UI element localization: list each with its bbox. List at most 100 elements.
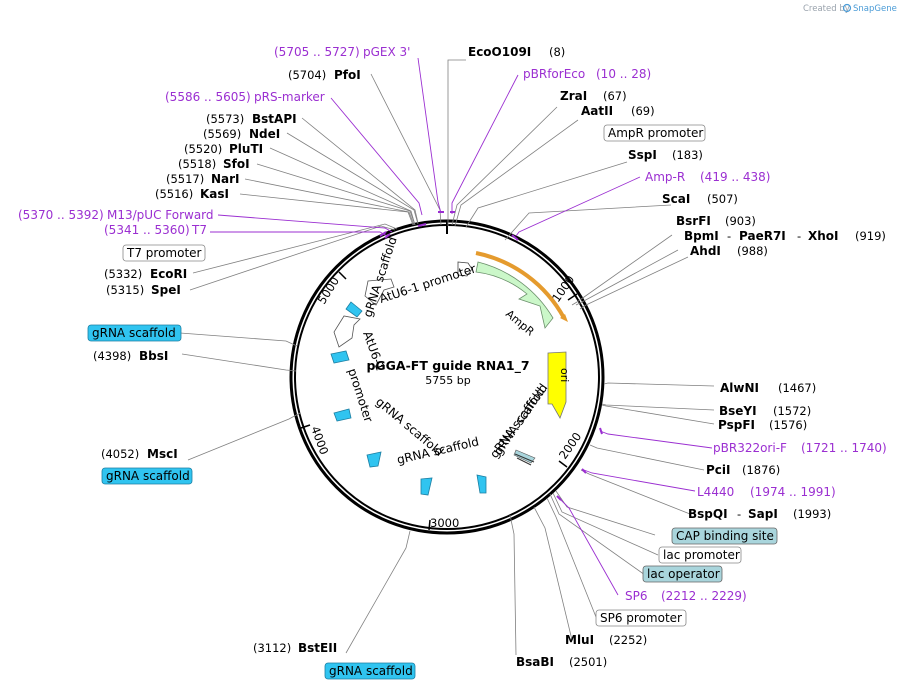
enzyme-bseyi[interactable]: BseYI xyxy=(719,404,757,418)
enzyme-bsabi[interactable]: BsaBI xyxy=(516,655,554,669)
enzyme-kasi[interactable]: KasI xyxy=(200,187,229,201)
primer-prs-marker[interactable]: pRS-marker xyxy=(254,90,325,104)
enzyme-scai[interactable]: ScaI xyxy=(662,192,690,206)
primer-leader-lines xyxy=(210,57,713,596)
enzyme-ndei[interactable]: NdeI xyxy=(249,127,280,141)
enzyme-zrai[interactable]: ZraI xyxy=(560,89,587,103)
ampr-promoter-box[interactable] xyxy=(603,124,706,142)
primer-sp6-range: (2212 .. 2229) xyxy=(661,589,747,603)
t7-promoter-box[interactable] xyxy=(122,244,206,262)
enzyme-mlui-pos: (2252) xyxy=(609,633,647,647)
primer-l4440[interactable]: L4440 xyxy=(697,485,734,499)
enzyme-aatii-pos: (69) xyxy=(631,104,655,118)
grna-scaffold-label-e: gRNA scaffold xyxy=(487,385,548,461)
lac-promoter-label: lac promoter xyxy=(663,548,740,562)
enzyme-bsrfi-pos: (903) xyxy=(725,214,756,228)
grna-scaffold-box-2[interactable] xyxy=(101,467,193,485)
credit-prefix: Created by xyxy=(803,4,850,14)
primer-l4440-range: (1974 .. 1991) xyxy=(750,485,836,499)
enzyme-msci-pos: (4052) xyxy=(101,447,139,461)
enzyme-ahdi[interactable]: AhdI xyxy=(690,244,721,258)
primer-pbr322ori-f-range: (1721 .. 1740) xyxy=(801,441,887,455)
atu6-promoter-1-feature[interactable] xyxy=(364,278,395,306)
sp6-promoter-label: SP6 promoter xyxy=(600,611,682,625)
ampr-label: AmpR xyxy=(503,307,537,338)
sp6-promoter-box[interactable] xyxy=(595,609,687,627)
enzyme-scai-pos: (507) xyxy=(707,192,738,206)
ori-feature[interactable] xyxy=(547,351,567,419)
primer-amp-r-range: (419 .. 438) xyxy=(700,170,770,184)
enzyme-bbsi-pos: (4398) xyxy=(93,349,131,363)
atu6-promoter-2-feature[interactable] xyxy=(333,315,361,348)
lac-operator-box[interactable] xyxy=(642,565,723,583)
enzyme-sspi[interactable]: SspI xyxy=(628,148,657,162)
enzyme-alwni[interactable]: AlwNI xyxy=(720,381,759,395)
ampr-feature[interactable] xyxy=(475,261,554,329)
enzyme-leader-lines xyxy=(179,59,715,656)
enzyme-pcii[interactable]: PciI xyxy=(706,463,731,477)
grna-scaffold-box-3[interactable] xyxy=(324,662,416,680)
enzyme-spei[interactable]: SpeI xyxy=(151,283,181,297)
enzyme-xhoi[interactable]: XhoI xyxy=(808,229,839,243)
ori-label: ori xyxy=(558,368,571,382)
enzyme-paer7i[interactable]: PaeR7I xyxy=(739,229,786,243)
primer-amp-r[interactable]: Amp-R xyxy=(645,170,685,184)
primer-pbrforeco[interactable]: pBRforEco xyxy=(523,67,585,81)
enzyme-pluti[interactable]: PluTI xyxy=(229,142,263,156)
enzyme-pcii-pos: (1876) xyxy=(742,463,780,477)
enzyme-ecoo109i[interactable]: EcoO109I xyxy=(468,45,531,59)
enzyme-bseyi-pos: (1572) xyxy=(773,404,811,418)
enzyme-ecori[interactable]: EcoRI xyxy=(150,267,187,281)
lac-operator-label: lac operator xyxy=(647,567,720,581)
grna-scaffold-label-2: gRNA scaffold xyxy=(106,469,190,483)
credit-brand: SnapGene xyxy=(853,4,897,14)
primer-pgex3[interactable]: pGEX 3' xyxy=(363,45,410,59)
enzyme-sfoi[interactable]: SfoI xyxy=(223,157,250,171)
enzyme-aatii[interactable]: AatII xyxy=(581,104,613,118)
enzyme-sapi-pos: (1993) xyxy=(793,507,831,521)
enzyme-pfoi-pos: (5704) xyxy=(288,68,326,82)
amp-r-primer-bar xyxy=(475,251,566,319)
enzyme-bsteii[interactable]: BstEII xyxy=(298,641,337,655)
enzyme-pfoi[interactable]: PfoI xyxy=(334,68,361,82)
primer-pbr322ori-f[interactable]: pBR322ori-F xyxy=(713,441,787,455)
cap-binding-site-box[interactable] xyxy=(671,527,778,545)
primer-pgex3-range: (5705 .. 5727) xyxy=(274,45,360,59)
enzyme-xhoi-pos: (919) xyxy=(855,229,886,243)
enzyme-mlui[interactable]: MluI xyxy=(565,633,594,647)
enzyme-bsrfi[interactable]: BsrFI xyxy=(676,214,711,228)
scale-ticks xyxy=(300,271,578,531)
enzyme-bspqi[interactable]: BspQI xyxy=(688,507,728,521)
grna-scaffold-box-1[interactable] xyxy=(87,324,182,342)
grna-scaffold-label-1: gRNA scaffold xyxy=(92,326,176,340)
primer-t7-range: (5341 .. 5360) xyxy=(104,223,190,237)
enzyme-bsteii-pos: (3112) xyxy=(253,641,291,655)
primer-prs-marker-range: (5586 .. 5605) xyxy=(165,90,251,104)
enzyme-bbsi[interactable]: BbsI xyxy=(139,349,168,363)
primer-m13-puc-forward[interactable]: M13/pUC Forward xyxy=(107,208,214,222)
primer-sp6[interactable]: SP6 xyxy=(625,589,648,603)
ampr-promoter-feature[interactable] xyxy=(457,261,473,277)
enzyme-bpmi[interactable]: BpmI xyxy=(684,229,719,243)
enzyme-separator-1: - xyxy=(727,229,731,243)
lac-promoter-box[interactable] xyxy=(658,546,742,564)
enzyme-ecoo109i-pos: (8) xyxy=(549,45,565,59)
primer-t7[interactable]: T7 xyxy=(191,223,207,237)
enzyme-sapi[interactable]: SapI xyxy=(748,507,778,521)
enzyme-bstapi-pos: (5573) xyxy=(206,112,244,126)
primer-pbrforeco-range: (10 .. 28) xyxy=(596,67,651,81)
enzyme-ecori-pos: (5332) xyxy=(104,267,142,281)
enzyme-nari[interactable]: NarI xyxy=(211,172,240,186)
enzyme-bstapi[interactable]: BstAPI xyxy=(252,112,297,126)
grna-scaffold-label-3: gRNA scaffold xyxy=(329,664,413,678)
lac-cluster xyxy=(513,449,536,466)
enzyme-separator-2: - xyxy=(797,229,801,243)
enzyme-msci[interactable]: MscI xyxy=(147,447,178,461)
snapgene-logo-icon xyxy=(842,3,852,13)
enzyme-bsabi-pos: (2501) xyxy=(569,655,607,669)
plasmid-size: 5755 bp xyxy=(425,374,470,387)
primer-marks xyxy=(379,211,603,501)
enzyme-pspfi[interactable]: PspFI xyxy=(718,418,755,432)
